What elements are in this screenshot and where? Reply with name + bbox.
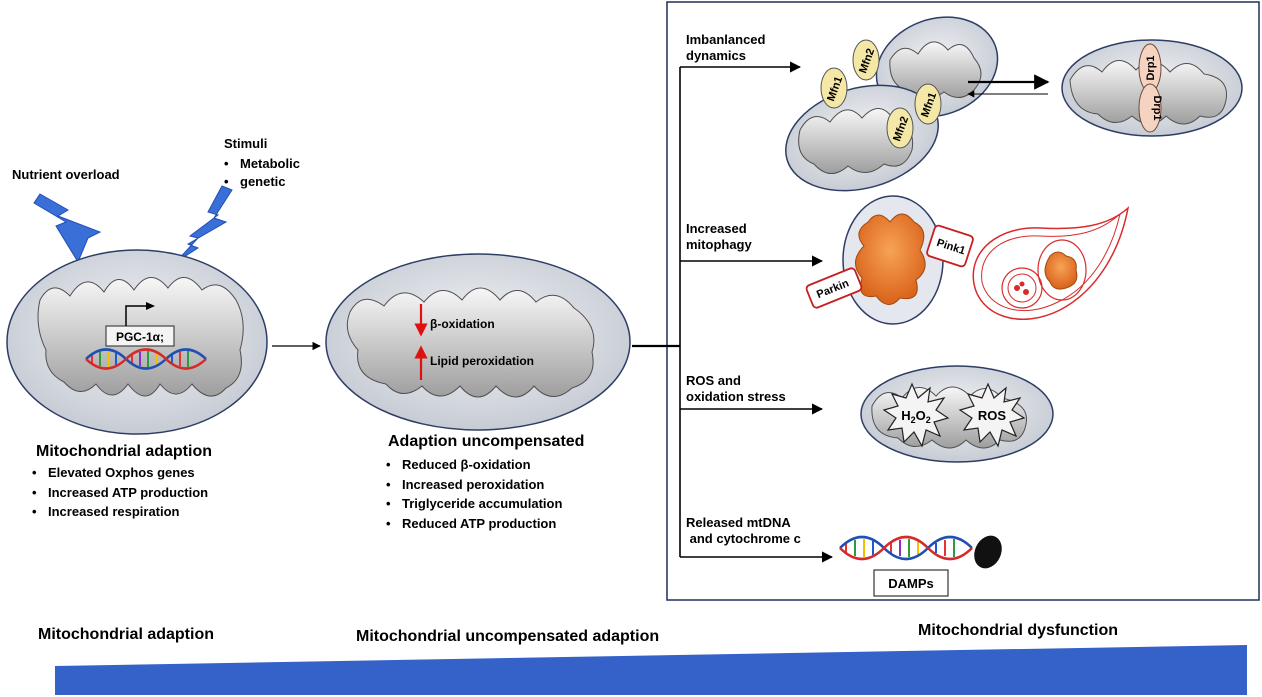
uncompensated-item: Reduced β-oxidation <box>384 455 562 475</box>
stage-dysfunction-label: Mitochondrial dysfunction <box>918 622 1118 639</box>
drp1-label: Drp1 <box>1151 95 1163 120</box>
mitophagy-label-line2: mitophagy <box>686 237 752 252</box>
dynamics-label-line1: Imbanlanced <box>686 32 766 47</box>
stimuli-title: Stimuli <box>224 136 268 151</box>
damps-label: DAMPs <box>888 576 934 591</box>
dynamics-label-line2: dynamics <box>686 48 746 63</box>
parkin-tag <box>805 267 863 309</box>
dna-helix-icon <box>85 348 207 370</box>
autophagolysosome <box>972 205 1130 320</box>
mtdna-helix-icon <box>839 535 973 561</box>
adaption-item: Elevated Oxphos genes <box>30 463 208 483</box>
drp1-label: Drp1 <box>1145 55 1157 80</box>
progression-wedge <box>55 645 1247 695</box>
nutrient-overload-label: Nutrient overload <box>12 167 120 182</box>
mtdna-label-line2: and cytochrome c <box>686 531 801 546</box>
mitophagy-label-line1: Increased <box>686 221 747 236</box>
mtdna-label-line1: Released mtDNA <box>686 515 791 530</box>
uncompensated-item: Triglyceride accumulation <box>384 494 562 514</box>
uncompensated-item: Reduced ATP production <box>384 514 562 534</box>
h2o2-burst-icon <box>882 382 950 448</box>
h2o2-label: H2O2 <box>901 408 931 425</box>
damps-box <box>873 569 949 597</box>
stage-uncompensated-label: Mitochondrial uncompensated adaption <box>356 628 660 645</box>
ros-label: ROS <box>978 408 1007 423</box>
mitophagy-mitochondrion <box>842 195 944 325</box>
ros-mitochondrion <box>860 365 1054 463</box>
lightning-bolt-icon <box>33 193 102 264</box>
stimuli-item: Metabolic <box>222 155 300 173</box>
cytochrome-c-icon <box>974 535 1002 569</box>
uncompensated-list: Reduced β-oxidation Increased peroxidati… <box>384 455 562 533</box>
pink1-tag <box>926 224 974 268</box>
adaption-title: Mitochondrial adaption <box>36 443 212 460</box>
ros-label-line2: oxidation stress <box>686 389 786 404</box>
beta-oxidation-label: β-oxidation <box>430 317 495 331</box>
adaption-item: Increased ATP production <box>30 483 208 503</box>
uncompensated-item: Increased peroxidation <box>384 475 562 495</box>
dividing-mitochondrion <box>1061 39 1243 137</box>
adaption-list: Elevated Oxphos genes Increased ATP prod… <box>30 463 208 522</box>
adaption-item: Increased respiration <box>30 502 208 522</box>
uncompensated-title: Adaption uncompensated <box>388 433 585 450</box>
ros-burst-icon <box>958 382 1026 448</box>
lipid-peroxidation-label: Lipid peroxidation <box>430 354 534 368</box>
ros-label-line1: ROS and <box>686 373 741 388</box>
gene-label: PGC-1α; <box>116 330 164 344</box>
stage-adaption-label: Mitochondrial adaption <box>38 626 214 643</box>
stimuli-item: genetic <box>222 173 300 191</box>
lightning-bolt-icon <box>175 185 233 263</box>
stimuli-list: Metabolic genetic <box>222 155 300 191</box>
mitochondrion-uncompensated <box>325 253 631 431</box>
fused-mitochondria <box>785 16 999 192</box>
